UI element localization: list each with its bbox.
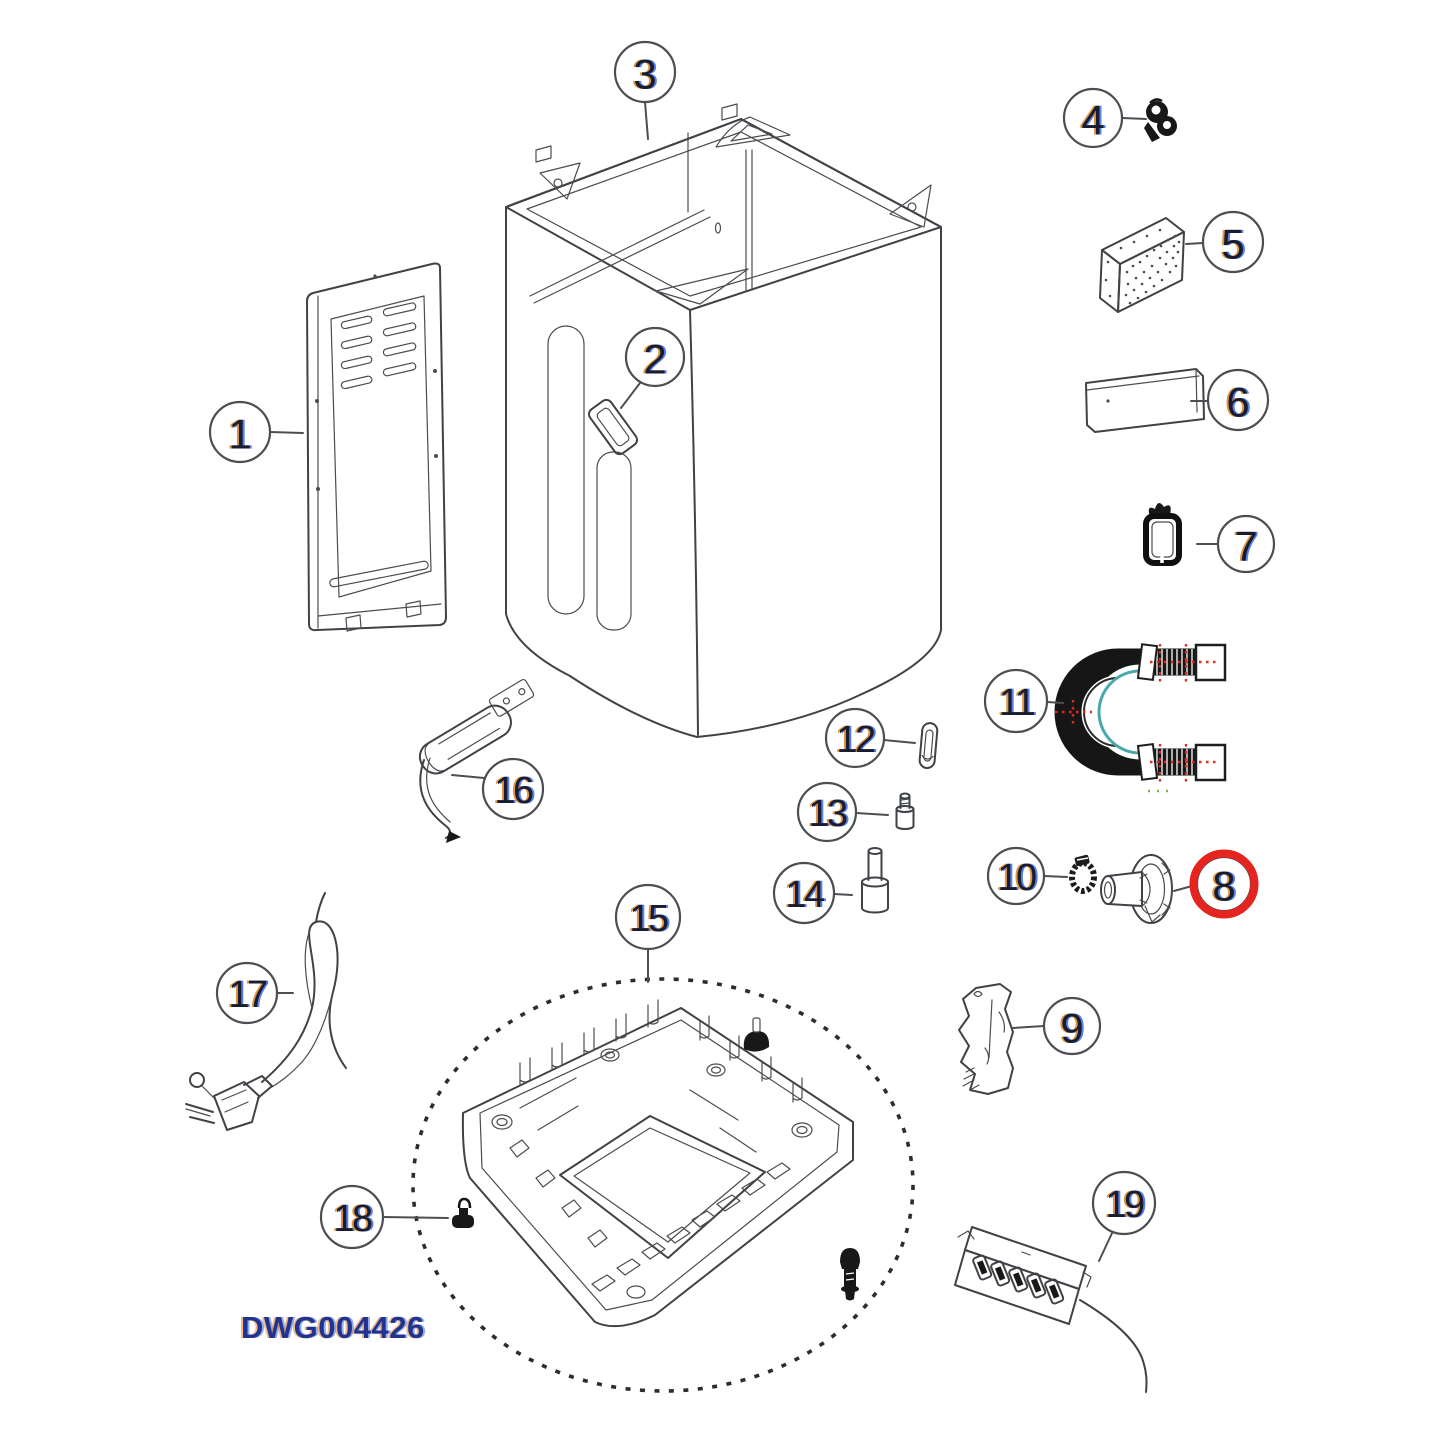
callout-14-label: 14 bbox=[785, 874, 825, 916]
callout-2: 2 bbox=[624, 326, 686, 388]
part-support-pin bbox=[861, 847, 889, 914]
callout-10-label: 10 bbox=[997, 857, 1036, 899]
callout-13: 13 bbox=[796, 781, 858, 843]
callout-1-label: 1 bbox=[228, 411, 251, 458]
callout-16: 16 bbox=[481, 757, 545, 821]
callout-7-label: 7 bbox=[1234, 523, 1257, 570]
callout-2-label: 2 bbox=[643, 336, 666, 383]
callout-3-label: 3 bbox=[633, 51, 656, 98]
callout-11-label: 11 bbox=[999, 682, 1035, 724]
callout-6-label: 6 bbox=[1226, 379, 1249, 426]
part-base-clip bbox=[452, 1197, 474, 1228]
callout-5: 5 bbox=[1201, 210, 1265, 274]
callout-19-label: 19 bbox=[1105, 1184, 1144, 1226]
part-panel-plate bbox=[1085, 368, 1205, 433]
part-insulation-block bbox=[1099, 217, 1185, 313]
callout-11: 11 bbox=[983, 668, 1049, 734]
part-drain-hose bbox=[1054, 643, 1227, 793]
part-control-board bbox=[954, 1226, 1148, 1393]
part-holder-clip bbox=[1143, 502, 1182, 566]
part-power-cord bbox=[185, 892, 347, 1131]
callout-8-highlighted: 8 bbox=[1189, 849, 1259, 919]
part-cord-clip bbox=[1144, 98, 1177, 142]
callout-15: 15 bbox=[614, 883, 682, 951]
callout-16-label: 16 bbox=[494, 770, 533, 812]
hose-teal-line bbox=[1097, 669, 1188, 755]
part-base bbox=[411, 977, 915, 1393]
leader-lines bbox=[269, 101, 1219, 1262]
callout-18: 18 bbox=[319, 1184, 385, 1250]
callout-17-label: 17 bbox=[228, 974, 267, 1016]
callout-18-label: 18 bbox=[333, 1198, 372, 1240]
callout-9: 9 bbox=[1042, 996, 1102, 1056]
callout-12-label: 12 bbox=[836, 719, 875, 761]
callout-15-label: 15 bbox=[629, 898, 668, 940]
drawing-code: DWG004426 bbox=[241, 1310, 425, 1345]
callout-4: 4 bbox=[1062, 87, 1124, 149]
callout-10: 10 bbox=[986, 846, 1046, 906]
highlight-ring bbox=[1189, 849, 1259, 919]
callout-4-label: 4 bbox=[1081, 97, 1104, 144]
callout-5-label: 5 bbox=[1221, 221, 1244, 268]
boundary-ellipse bbox=[411, 977, 915, 1393]
callout-8-label: 8 bbox=[1212, 863, 1235, 910]
part-bracket bbox=[958, 983, 1014, 1095]
callout-9-label: 9 bbox=[1060, 1005, 1083, 1052]
part-back-panel bbox=[306, 262, 447, 632]
callout-3: 3 bbox=[613, 40, 677, 104]
part-drain-valve bbox=[1100, 854, 1173, 924]
callout-17: 17 bbox=[215, 961, 279, 1025]
part-hose-clamp bbox=[1069, 854, 1097, 894]
callout-1: 1 bbox=[208, 400, 272, 464]
part-cabinet bbox=[505, 103, 942, 738]
callout-14: 14 bbox=[772, 861, 836, 925]
callout-19: 19 bbox=[1091, 1170, 1157, 1236]
part-lid-seal bbox=[587, 398, 639, 456]
part-screw-pin bbox=[895, 792, 915, 830]
callout-6: 6 bbox=[1206, 368, 1270, 432]
callout-7: 7 bbox=[1216, 514, 1276, 574]
part-capacitor bbox=[418, 678, 535, 843]
callout-12: 12 bbox=[824, 707, 886, 769]
part-clip-pin bbox=[918, 722, 939, 769]
callout-13-label: 13 bbox=[808, 793, 847, 835]
